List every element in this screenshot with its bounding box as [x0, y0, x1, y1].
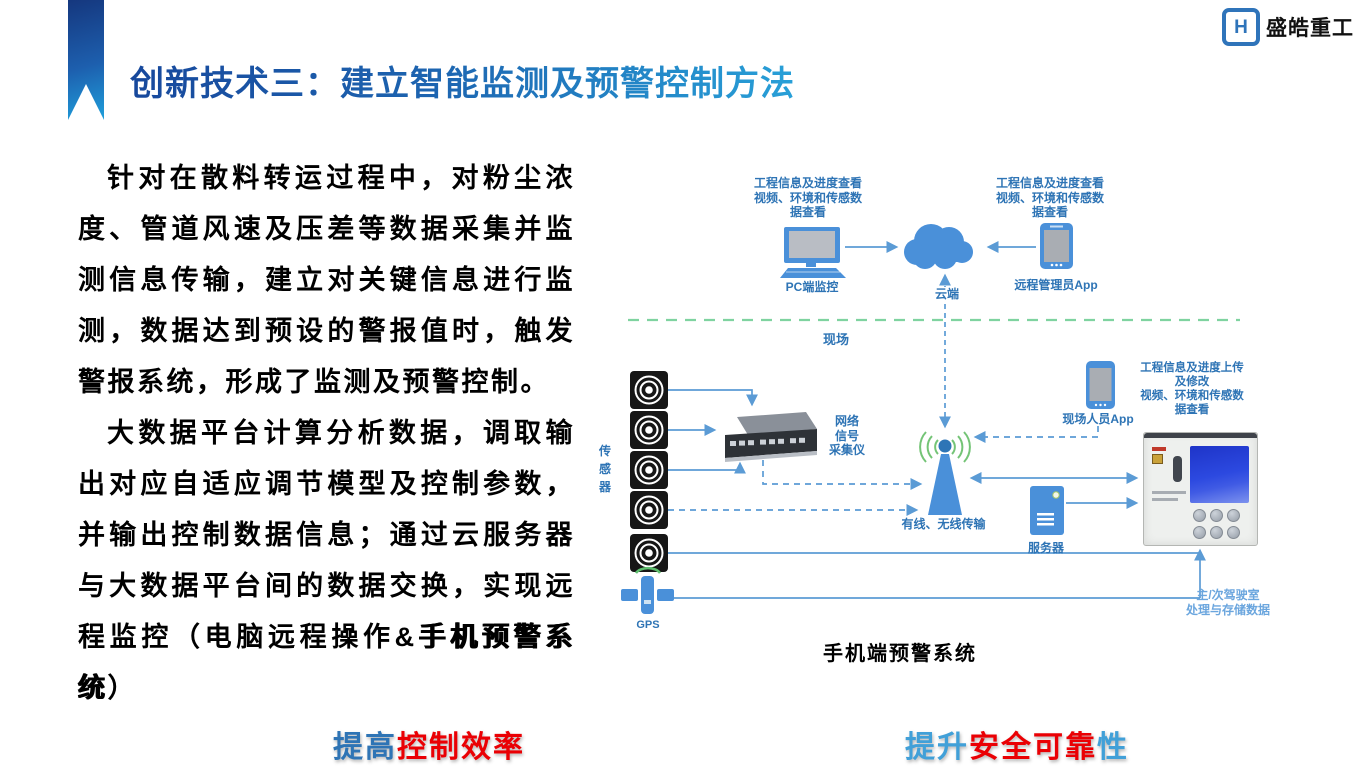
connector-lines — [668, 241, 1206, 599]
paragraph-2-end: ） — [107, 673, 137, 703]
paragraph-2-text: 大数据平台计算分析数据，调取输出对应自适应调节模型及控制参数，并输出控制数据信息… — [78, 418, 575, 652]
paragraph-1-text: 针对在散料转运过程中，对粉尘浓度、管道风速及压差等数据采集并监测信息传输，建立对… — [78, 163, 575, 397]
label-pc-note: 工程信息及进度查看 视频、环境和传感数 据查看 — [753, 176, 862, 219]
label-remote-admin: 远程管理员App — [1014, 278, 1098, 292]
terminal-top-edge — [1144, 433, 1257, 438]
label-field-note: 工程信息及进度上传 及修改 视频、环境和传感数 据查看 — [1140, 362, 1244, 416]
sensor-icon — [630, 411, 668, 449]
label-server: 服务器 — [1027, 541, 1064, 555]
logo-icon: H — [1222, 8, 1260, 46]
footer-left-emphasis: 控制效率 — [397, 731, 525, 764]
body-text: 针对在散料转运过程中，对粉尘浓度、管道风速及压差等数据采集并监测信息传输，建立对… — [78, 153, 575, 714]
pc-icon — [780, 227, 846, 278]
label-site: 现场 — [822, 332, 849, 347]
label-gps: GPS — [636, 619, 660, 631]
phone-icon — [1086, 361, 1115, 409]
gps-icon — [621, 566, 674, 614]
terminal-speaker-slot — [1173, 456, 1182, 482]
page-title: 创新技术三：建立智能监测及预警控制方法 — [130, 56, 795, 105]
footer-right-emphasis: 安全可靠 — [969, 731, 1097, 764]
footer-left-prefix: 提高 — [333, 731, 397, 764]
terminal-keypad — [1193, 509, 1240, 539]
paragraph-2: 大数据平台计算分析数据，调取输出对应自适应调节模型及控制参数，并输出控制数据信息… — [78, 408, 575, 714]
server-icon — [1030, 486, 1064, 535]
label-collector: 网络 信号 采集仪 — [828, 414, 865, 457]
terminal-device — [1143, 432, 1258, 546]
terminal-model-text — [1152, 491, 1186, 505]
label-transmission: 有线、无线传输 — [901, 517, 986, 531]
footer-right-suffix: 性 — [1097, 731, 1129, 764]
logo-text: 盛皓重工 — [1266, 17, 1354, 40]
label-sensors: 传 感 器 — [598, 444, 611, 494]
cloud-icon — [904, 224, 973, 269]
terminal-logo-mark — [1152, 454, 1163, 464]
sensor-icon — [630, 451, 668, 489]
label-field-person: 现场人员App — [1062, 412, 1134, 426]
label-cloud: 云端 — [922, 287, 972, 302]
label-cab-note: 主/次驾驶室 处理与存储数据 — [1185, 588, 1270, 617]
label-pc: PC端监控 — [785, 280, 839, 294]
footer-right-caption: 提升安全可靠性 — [905, 722, 1129, 766]
collector-icon — [725, 412, 817, 462]
label-tablet-note: 工程信息及进度查看 视频、环境和传感数 据查看 — [995, 176, 1104, 219]
sensor-icon — [630, 371, 668, 409]
sensor-icon — [630, 491, 668, 529]
footer-left-caption: 提高控制效率 — [333, 722, 525, 766]
company-logo: H 盛皓重工 — [1222, 8, 1354, 46]
tablet-icon — [1040, 223, 1073, 269]
terminal-screen — [1190, 446, 1249, 503]
paragraph-1: 针对在散料转运过程中，对粉尘浓度、管道风速及压差等数据采集并监测信息传输，建立对… — [78, 153, 575, 408]
antenna-icon — [919, 431, 971, 515]
terminal-brand-mark — [1152, 447, 1166, 451]
sensor-icon — [630, 534, 668, 572]
diagram-caption: 手机端预警系统 — [823, 643, 977, 665]
paragraph-2-emphasis: 手机预警系统 — [78, 622, 576, 703]
footer-right-prefix: 提升 — [905, 731, 969, 764]
